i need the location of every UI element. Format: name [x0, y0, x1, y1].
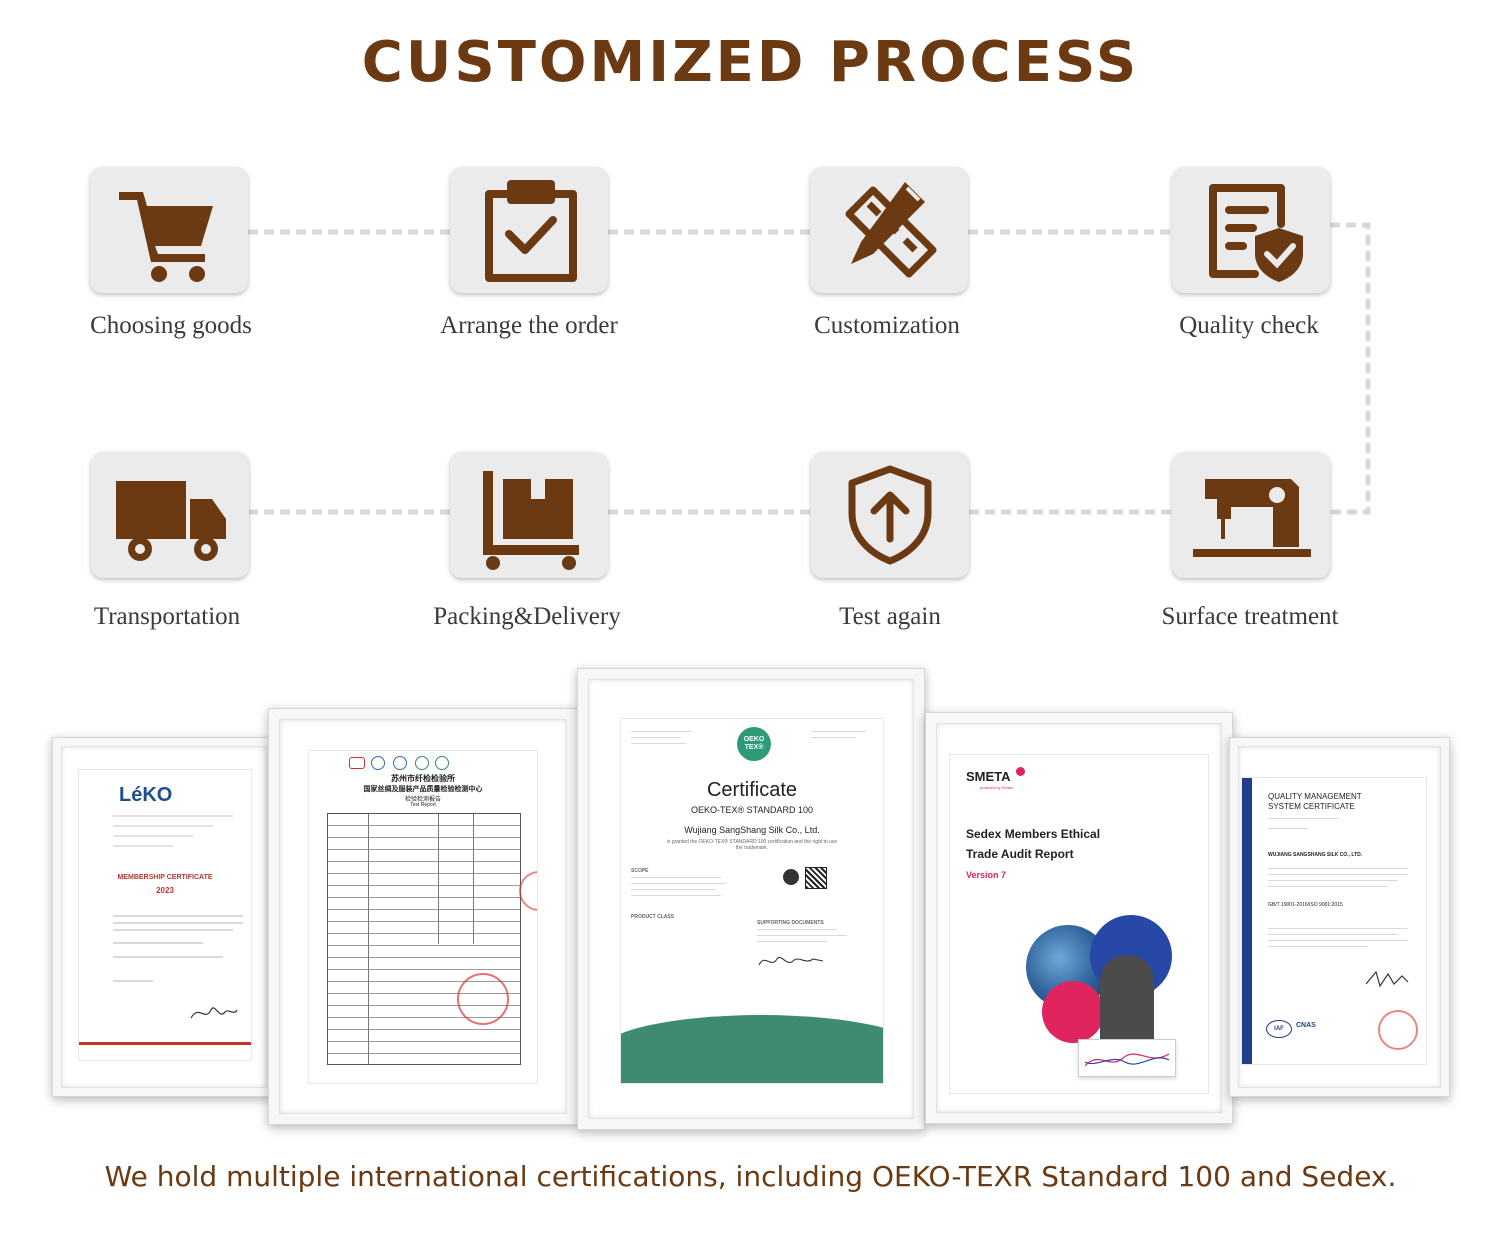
signature — [758, 957, 824, 966]
report-title-line-1: Sedex Members Ethical — [966, 827, 1101, 841]
membership-certificate: LéKO MEMBERSHIP CERTIFICATE 2023 — [78, 769, 252, 1061]
certificate-frame-leko: LéKO MEMBERSHIP CERTIFICATE 2023 — [52, 737, 276, 1097]
sewing-machine-icon — [1193, 479, 1311, 557]
smeta-logo-icon — [1016, 767, 1025, 776]
leko-logo: LéKO — [119, 784, 173, 806]
document-shield-icon — [1209, 184, 1303, 282]
report-version: Version 7 — [966, 870, 1007, 880]
shopping-cart-icon — [119, 192, 213, 282]
step-label: Customization — [814, 312, 960, 339]
certificate-company: Wujiang SangShang Silk Co., Ltd. — [684, 825, 820, 835]
report-subtitle-2: 检验检测报告 — [404, 797, 441, 803]
smeta-audit-report: SMETA powered by Sedex Sedex Members Eth… — [949, 754, 1209, 1094]
step-test-again — [811, 452, 969, 578]
cnas-badge: CNAS — [1296, 1022, 1316, 1029]
step-surface-treatment — [1172, 452, 1330, 578]
step-choosing-goods — [90, 167, 248, 293]
report-title-line-2: Trade Audit Report — [966, 847, 1074, 861]
report-subtitle: 国家丝绸及服装产品质量检验检测中心 — [363, 786, 483, 793]
qms-title-line-2: SYSTEM CERTIFICATE — [1268, 802, 1355, 811]
delivery-truck-icon — [116, 481, 226, 561]
step-label: Transportation — [93, 603, 241, 630]
qms-standard: GB/T 19001-2016/ISO 9001:2015 — [1268, 902, 1343, 908]
step-label: Test again — [839, 603, 941, 630]
step-packing-delivery — [450, 452, 608, 578]
oeko-tex-label-icon — [783, 869, 799, 885]
certificate-frame-oeko-tex: OEKO TEX® Certificate OEKO-TEX® STANDARD… — [577, 668, 925, 1130]
certificate-frame-smeta: SMETA powered by Sedex Sedex Members Eth… — [925, 712, 1233, 1124]
smeta-logo: SMETA — [966, 769, 1011, 784]
signature — [190, 1007, 238, 1019]
signature — [1365, 970, 1409, 988]
page-title: CUSTOMIZED PROCESS — [361, 30, 1140, 95]
iaf-badge: IAF — [1266, 1020, 1292, 1038]
step-label: Surface treatment — [1161, 603, 1339, 630]
frame-mat: SMETA powered by Sedex Sedex Members Eth… — [936, 723, 1222, 1113]
step-quality-check — [1172, 167, 1330, 293]
certification-statement: We hold multiple international certifica… — [104, 1160, 1397, 1193]
frame-mat: OEKO TEX® Certificate OEKO-TEX® STANDARD… — [588, 679, 914, 1119]
scope-heading: SCOPE — [631, 868, 649, 874]
certificate-granted-text: is granted the OEKO-TEX® STANDARD 100 ce… — [666, 839, 838, 851]
pencil-ruler-icon — [845, 182, 937, 278]
pink-circle — [1042, 981, 1104, 1043]
step-label: Arrange the order — [440, 312, 618, 339]
qms-company: WUJIANG SANGSHANG SILK CO., LTD. — [1268, 852, 1363, 858]
certificate-heading: MEMBERSHIP CERTIFICATE — [117, 874, 213, 881]
step-transportation — [91, 452, 249, 578]
qms-title-line-1: QUALITY MANAGEMENT — [1268, 792, 1362, 801]
oeko-tex-certificate: OEKO TEX® Certificate OEKO-TEX® STANDARD… — [620, 718, 884, 1084]
red-stamp — [457, 973, 509, 1025]
frame-mat: QUALITY MANAGEMENT SYSTEM CERTIFICATE WU… — [1238, 746, 1441, 1088]
supporting-heading: SUPPORTING DOCUMENTS — [757, 920, 824, 926]
product-class-heading: PRODUCT CLASS — [631, 914, 675, 920]
certificate-frame-qms: QUALITY MANAGEMENT SYSTEM CERTIFICATE WU… — [1229, 737, 1450, 1097]
step-customization — [810, 167, 968, 293]
oeko-tex-logo: OEKO TEX® — [737, 727, 771, 761]
report-title: 苏州市纤检检验所 — [391, 774, 455, 783]
certificate-frame-test-report: 苏州市纤检检验所 国家丝绸及服装产品质量检验检测中心 检验检测报告 Test R… — [268, 708, 578, 1125]
quality-management-certificate: QUALITY MANAGEMENT SYSTEM CERTIFICATE WU… — [1241, 777, 1427, 1065]
person-photo — [1100, 955, 1154, 1043]
certificate-heading: Certificate — [706, 779, 798, 801]
frame-mat: LéKO MEMBERSHIP CERTIFICATE 2023 — [61, 746, 267, 1088]
certificate-standard: OEKO-TEX® STANDARD 100 — [691, 805, 813, 815]
certificate-year: 2023 — [156, 886, 174, 895]
chart-card — [1078, 1039, 1176, 1077]
report-label: Test Report — [410, 802, 436, 808]
shield-arrow-icon — [848, 465, 932, 565]
test-report-document: 苏州市纤检检验所 国家丝绸及服装产品质量检验检测中心 检验检测报告 Test R… — [308, 750, 538, 1084]
powered-by: powered by Sedex — [980, 785, 1014, 790]
step-label: Packing&Delivery — [433, 603, 621, 630]
qr-code-icon — [805, 867, 827, 889]
step-label: Quality check — [1179, 312, 1319, 339]
step-label: Choosing goods — [90, 312, 252, 339]
package-cart-icon — [483, 471, 579, 570]
red-stamp — [519, 871, 537, 911]
report-table — [327, 813, 521, 1065]
step-arrange-order — [450, 167, 608, 293]
frame-mat: 苏州市纤检检验所 国家丝绸及服装产品质量检验检测中心 检验检测报告 Test R… — [279, 719, 567, 1114]
clipboard-check-icon — [485, 180, 577, 282]
red-stamp — [1378, 1010, 1418, 1050]
